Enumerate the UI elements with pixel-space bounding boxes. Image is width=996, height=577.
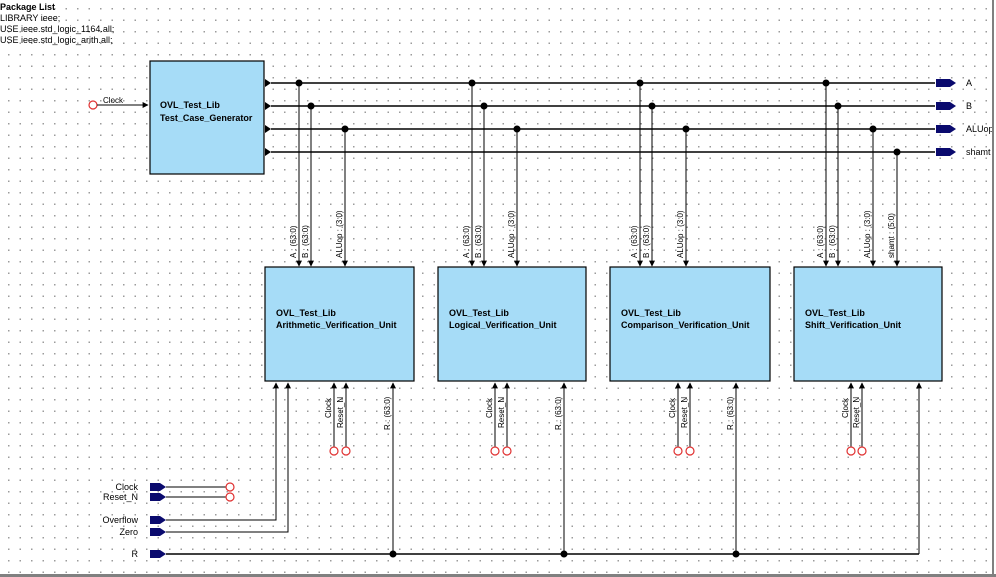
port-clock-label: Clock xyxy=(115,482,138,492)
shift-reset-connector-icon xyxy=(857,446,867,456)
package-line-use-1164: USE ieee.std_logic_1164.all; xyxy=(0,24,115,34)
port-r-label: R xyxy=(132,549,139,559)
port-zero[interactable]: Zero xyxy=(119,382,291,537)
comparison-unit-taps: A : (63:0) B : (63:0) ALUop : (3:0) xyxy=(630,79,690,267)
window-frame-bottom xyxy=(0,574,996,577)
generator-clock-label: Clock xyxy=(103,96,124,105)
generator-lib-label: OVL_Test_Lib xyxy=(160,100,220,110)
compare-name-label: Comparison_Verification_Unit xyxy=(621,320,750,330)
comparison-unit-bottom-pins: Clock Reset_N R : (63:0) xyxy=(668,382,739,554)
logic-r-label: R : (63:0) xyxy=(554,396,563,430)
logic-reset-label: Reset_N xyxy=(497,397,506,428)
output-port-a[interactable]: A xyxy=(936,78,972,88)
arithmetic-verification-unit-block[interactable]: OVL_Test_Lib Arithmetic_Verification_Uni… xyxy=(264,266,415,382)
shift-reset-label: Reset_N xyxy=(852,397,861,428)
compare-aluop-label: ALUop : (3:0) xyxy=(676,210,685,258)
arith-aluop-label: ALUop : (3:0) xyxy=(335,210,344,258)
shift-shamt-label: shamt : (5:0) xyxy=(887,213,896,258)
arith-reset-connector-icon xyxy=(341,446,351,456)
reset-port-connector-icon xyxy=(225,492,235,502)
logic-a-label: A : (63:0) xyxy=(462,225,471,258)
shift-lib-label: OVL_Test_Lib xyxy=(805,308,865,318)
output-port-aluop-label: ALUop xyxy=(966,124,994,134)
shift-b-label: B : (63:0) xyxy=(828,225,837,258)
logic-lib-label: OVL_Test_Lib xyxy=(449,308,509,318)
shift-a-label: A : (63:0) xyxy=(816,225,825,258)
arith-reset-label: Reset_N xyxy=(336,397,345,428)
compare-clock-connector-icon xyxy=(673,446,683,456)
generator-output-arrows xyxy=(265,79,271,156)
compare-reset-connector-icon xyxy=(685,446,695,456)
comparison-verification-unit-block[interactable]: OVL_Test_Lib Comparison_Verification_Uni… xyxy=(609,266,771,382)
logical-unit-taps: A : (63:0) B : (63:0) ALUop : (3:0) xyxy=(462,79,521,267)
compare-lib-label: OVL_Test_Lib xyxy=(621,308,681,318)
port-overflow[interactable]: Overflow xyxy=(102,382,279,525)
logic-b-label: B : (63:0) xyxy=(474,225,483,258)
shift-clock-label: Clock xyxy=(841,397,850,418)
port-reset-n[interactable]: Reset_N xyxy=(103,492,235,502)
package-line-library: LIBRARY ieee; xyxy=(0,13,61,23)
port-clock[interactable]: Clock xyxy=(115,482,235,492)
clock-input-connector-icon xyxy=(88,100,98,110)
shift-aluop-label: ALUop : (3:0) xyxy=(863,210,872,258)
logic-reset-connector-icon xyxy=(502,446,512,456)
test-case-generator-block[interactable]: OVL_Test_Lib Test_Case_Generator xyxy=(149,60,265,175)
shift-unit-taps: A : (63:0) B : (63:0) ALUop : (3:0) sham… xyxy=(816,79,901,267)
arith-b-label: B : (63:0) xyxy=(301,225,310,258)
compare-a-label: A : (63:0) xyxy=(630,225,639,258)
generator-name-label: Test_Case_Generator xyxy=(160,113,253,123)
arith-name-label: Arithmetic_Verification_Unit xyxy=(276,320,397,330)
shift-verification-unit-block[interactable]: OVL_Test_Lib Shift_Verification_Unit xyxy=(793,266,943,382)
output-port-b-label: B xyxy=(966,101,972,111)
generator-clock-input[interactable]: Clock xyxy=(88,96,149,110)
output-port-aluop[interactable]: ALUop xyxy=(936,124,994,134)
output-port-a-label: A xyxy=(966,78,972,88)
window-frame-right xyxy=(992,0,994,577)
package-line-use-arith: USE ieee.std_logic_arith.all; xyxy=(0,35,113,45)
logic-aluop-label: ALUop : (3:0) xyxy=(507,210,516,258)
logic-name-label: Logical_Verification_Unit xyxy=(449,320,557,330)
logical-unit-bottom-pins: Clock Reset_N R : (63:0) xyxy=(485,382,567,554)
arith-clock-label: Clock xyxy=(324,397,333,418)
port-r[interactable]: R xyxy=(132,549,920,559)
port-overflow-label: Overflow xyxy=(102,515,138,525)
arith-a-label: A : (63:0) xyxy=(289,225,298,258)
arith-r-label: R : (63:0) xyxy=(383,396,392,430)
output-port-shamt-label: shamt xyxy=(966,147,991,157)
arith-lib-label: OVL_Test_Lib xyxy=(276,308,336,318)
port-reset-n-label: Reset_N xyxy=(103,492,138,502)
logic-clock-label: Clock xyxy=(485,397,494,418)
output-port-b[interactable]: B xyxy=(936,101,972,111)
package-list: Package List LIBRARY ieee; USE ieee.std_… xyxy=(0,2,114,46)
port-zero-label: Zero xyxy=(119,527,138,537)
output-port-shamt[interactable]: shamt xyxy=(936,147,991,157)
clock-port-connector-icon xyxy=(225,482,235,492)
arithmetic-unit-bottom-pins: Clock Reset_N R : (63:0) xyxy=(324,382,396,554)
compare-clock-label: Clock xyxy=(668,397,677,418)
shift-name-label: Shift_Verification_Unit xyxy=(805,320,901,330)
logic-clock-connector-icon xyxy=(490,446,500,456)
shift-clock-connector-icon xyxy=(846,446,856,456)
arith-clock-connector-icon xyxy=(329,446,339,456)
compare-reset-label: Reset_N xyxy=(680,397,689,428)
compare-r-label: R : (63:0) xyxy=(726,396,735,430)
logical-verification-unit-block[interactable]: OVL_Test_Lib Logical_Verification_Unit xyxy=(437,266,587,382)
arithmetic-unit-taps: A : (63:0) B : (63:0) ALUop : (3:0) xyxy=(289,79,349,267)
shift-unit-bottom-pins: Clock Reset_N xyxy=(841,382,922,554)
package-list-title: Package List xyxy=(0,2,56,12)
compare-b-label: B : (63:0) xyxy=(642,225,651,258)
